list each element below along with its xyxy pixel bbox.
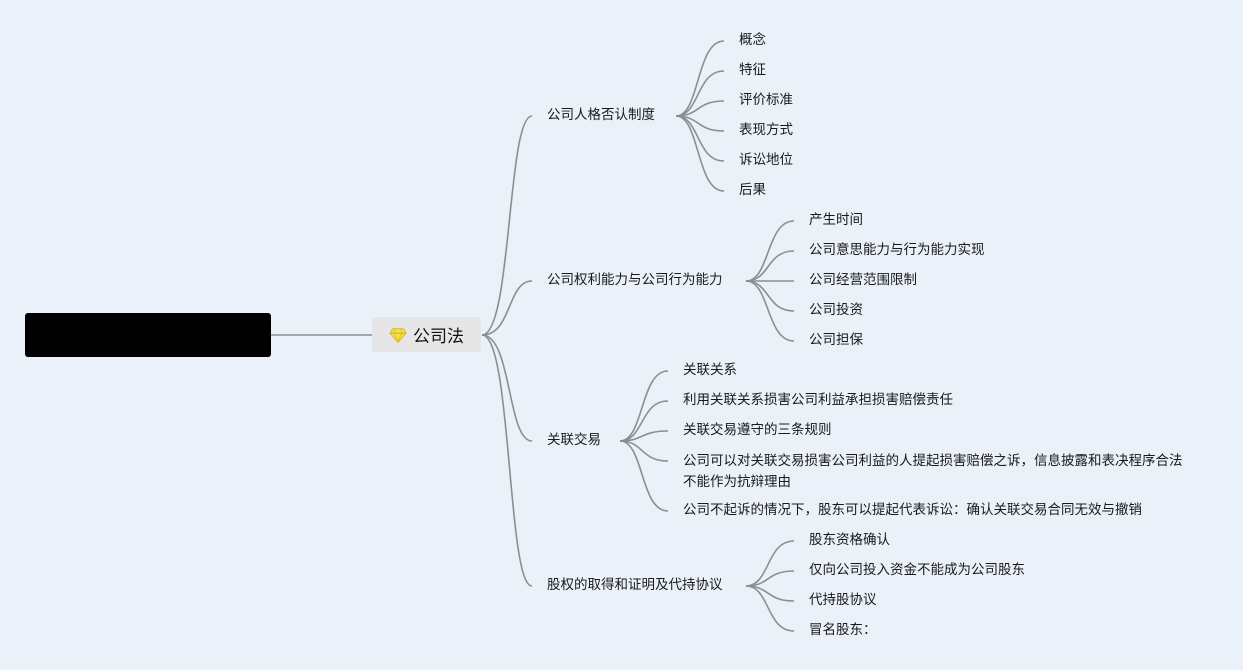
gem-icon	[389, 327, 407, 343]
leaf-topic-2-2[interactable]: 关联交易遵守的三条规则	[683, 422, 832, 438]
link-center-branch-0	[481, 115, 533, 336]
leaf-topic-1-0[interactable]: 产生时间	[809, 212, 863, 228]
link-center-branch-2	[481, 334, 533, 442]
leaf-topic-0-0[interactable]: 概念	[739, 32, 766, 48]
leaf-topic-0-5[interactable]: 后果	[739, 182, 766, 198]
leaf-topic-0-4[interactable]: 诉讼地位	[739, 152, 793, 168]
branch-topic-3[interactable]: 股权的取得和证明及代持协议	[547, 577, 723, 593]
branch-topic-0[interactable]: 公司人格否认制度	[547, 107, 655, 123]
link-branch-1-leaf-4	[745, 280, 795, 342]
root-topic-redacted[interactable]	[25, 313, 271, 357]
leaf-topic-0-3[interactable]: 表现方式	[739, 122, 793, 138]
leaf-topic-2-0[interactable]: 关联关系	[683, 362, 737, 378]
leaf-topic-3-2[interactable]: 代持股协议	[809, 592, 877, 608]
link-branch-2-leaf-4	[619, 440, 669, 512]
link-branch-1-leaf-3	[745, 280, 795, 312]
branch-topic-2[interactable]: 关联交易	[547, 432, 601, 448]
leaf-topic-0-1[interactable]: 特征	[739, 62, 766, 78]
link-branch-1-leaf-1	[745, 250, 795, 282]
link-branch-2-leaf-3	[619, 440, 669, 462]
central-topic-label: 公司法	[413, 327, 464, 347]
link-branch-1-leaf-0	[745, 220, 795, 282]
leaf-topic-2-3[interactable]: 公司可以对关联交易损害公司利益的人提起损害赔偿之诉，信息披露和表决程序合法不能作…	[683, 453, 1183, 490]
link-branch-0-leaf-5	[675, 115, 725, 192]
leaf-topic-1-3[interactable]: 公司投资	[809, 302, 863, 318]
link-branch-3-leaf-0	[745, 540, 795, 587]
leaf-topic-3-3[interactable]: 冒名股东：	[809, 622, 877, 638]
link-branch-3-leaf-3	[745, 585, 795, 632]
leaf-topic-1-2[interactable]: 公司经营范围限制	[809, 272, 917, 288]
central-topic[interactable]: 公司法	[372, 317, 481, 352]
branch-topic-1[interactable]: 公司权利能力与公司行为能力	[547, 272, 723, 288]
link-center-branch-3	[481, 334, 533, 587]
leaf-topic-1-1[interactable]: 公司意思能力与行为能力实现	[809, 242, 985, 258]
leaf-topic-0-2[interactable]: 评价标准	[739, 92, 793, 108]
leaf-topic-3-0[interactable]: 股东资格确认	[809, 532, 890, 548]
link-branch-2-leaf-0	[619, 370, 669, 442]
link-branch-0-leaf-1	[675, 70, 725, 117]
link-center-branch-1	[481, 280, 533, 336]
leaf-topic-3-1[interactable]: 仅向公司投入资金不能成为公司股东	[809, 562, 1025, 578]
link-branch-0-leaf-4	[675, 115, 725, 162]
leaf-topic-2-1[interactable]: 利用关联关系损害公司利益承担损害赔偿责任	[683, 392, 953, 408]
leaf-topic-2-4[interactable]: 公司不起诉的情况下，股东可以提起代表诉讼：确认关联交易合同无效与撤销	[683, 502, 1142, 518]
link-branch-0-leaf-0	[675, 40, 725, 117]
leaf-topic-1-4[interactable]: 公司担保	[809, 332, 863, 348]
